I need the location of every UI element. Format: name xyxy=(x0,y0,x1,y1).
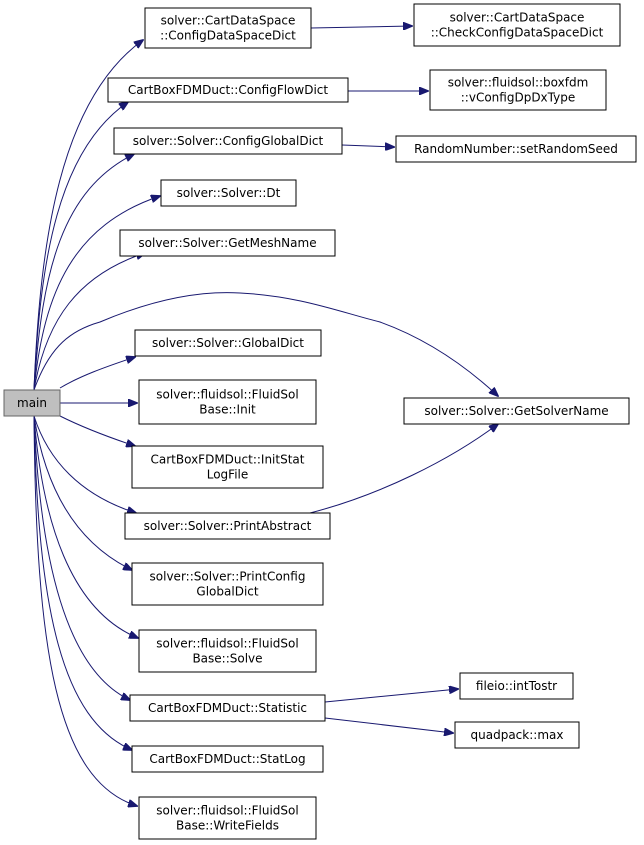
edge-main-to-configglobaldict xyxy=(33,154,134,391)
node-label: ::CheckConfigDataSpaceDict xyxy=(431,26,604,40)
node-box xyxy=(124,512,331,540)
edges-layer xyxy=(33,26,498,806)
node-box xyxy=(131,562,324,606)
node-label: Base::WriteFields xyxy=(176,819,279,833)
node-box xyxy=(413,3,621,47)
node-statlog[interactable]: CartBoxFDMDuct::StatLog xyxy=(131,745,324,773)
node-label: solver::Solver::GlobalDict xyxy=(152,336,304,350)
node-box xyxy=(131,445,324,489)
node-box xyxy=(134,329,322,357)
node-box xyxy=(129,694,326,722)
edge-statistic-to-max xyxy=(324,717,453,733)
node-box xyxy=(107,77,349,103)
node-main[interactable]: main xyxy=(3,389,61,417)
edge-main-to-printabstract xyxy=(33,415,136,513)
node-label: ::ConfigDataSpaceDict xyxy=(160,29,296,43)
node-label: CartBoxFDMDuct::ConfigFlowDict xyxy=(128,83,328,97)
node-box xyxy=(131,745,324,773)
node-label: Base::Solve xyxy=(192,652,262,666)
node-label: LogFile xyxy=(207,468,249,482)
node-label: main xyxy=(17,396,47,410)
node-box xyxy=(429,69,607,111)
node-configflowdict[interactable]: CartBoxFDMDuct::ConfigFlowDict xyxy=(107,77,349,103)
node-label: solver::Solver::GetSolverName xyxy=(424,404,608,418)
node-label: solver::Solver::PrintConfig xyxy=(150,570,306,584)
node-label: solver::fluidsol::FluidSol xyxy=(156,804,298,818)
node-label: GlobalDict xyxy=(196,585,258,599)
edge-main-to-statistic xyxy=(33,415,130,700)
node-box xyxy=(3,389,61,417)
node-setrandomseed[interactable]: RandomNumber::setRandomSeed xyxy=(395,135,637,163)
node-writefields[interactable]: solver::fluidsol::FluidSolBase::WriteFie… xyxy=(138,796,317,840)
node-box xyxy=(144,7,312,49)
node-label: solver::Solver::PrintAbstract xyxy=(144,519,312,533)
node-getsolvername[interactable]: solver::Solver::GetSolverName xyxy=(403,397,630,425)
edge-main-to-globaldict xyxy=(59,357,135,389)
node-label: solver::Solver::ConfigGlobalDict xyxy=(133,134,324,148)
node-label: solver::CartDataSpace xyxy=(161,14,296,28)
edge-main-to-statlog xyxy=(33,415,132,750)
node-printabstract[interactable]: solver::Solver::PrintAbstract xyxy=(124,512,331,540)
node-box xyxy=(113,127,343,155)
edge-main-to-writefields xyxy=(33,415,137,806)
node-box xyxy=(138,629,317,673)
node-label: solver::CartDataSpace xyxy=(450,11,585,25)
node-checkconfigdataspacedict[interactable]: solver::CartDataSpace::CheckConfigDataSp… xyxy=(413,3,621,47)
edge-main-to-configflowdict xyxy=(33,102,128,391)
node-box xyxy=(459,672,574,700)
node-label: CartBoxFDMDuct::InitStat xyxy=(151,453,305,467)
node-box xyxy=(119,229,336,257)
node-max[interactable]: quadpack::max xyxy=(454,721,580,749)
node-label: solver::fluidsol::FluidSol xyxy=(156,637,298,651)
edge-main-to-getsolvername xyxy=(33,292,498,396)
edge-main-to-configdataspacedict xyxy=(33,40,143,391)
node-dt[interactable]: solver::Solver::Dt xyxy=(160,179,297,207)
edge-main-to-initstatlogfile xyxy=(59,415,135,446)
node-box xyxy=(138,796,317,840)
node-getmeshname[interactable]: solver::Solver::GetMeshName xyxy=(119,229,336,257)
node-configdataspacedict[interactable]: solver::CartDataSpace::ConfigDataSpaceDi… xyxy=(144,7,312,49)
edge-printabstract-to-getsolvername xyxy=(309,424,498,514)
node-label: solver::fluidsol::boxfdm xyxy=(448,76,589,90)
node-label: CartBoxFDMDuct::StatLog xyxy=(149,752,305,766)
node-label: ::vConfigDpDxType xyxy=(461,91,575,105)
node-vconfigdpdxtype[interactable]: solver::fluidsol::boxfdm::vConfigDpDxTyp… xyxy=(429,69,607,111)
edge-main-to-solve xyxy=(33,415,138,638)
node-box xyxy=(403,397,630,425)
node-label: CartBoxFDMDuct::Statistic xyxy=(148,701,307,715)
edge-statistic-to-inttostr xyxy=(324,689,458,703)
node-label: solver::fluidsol::FluidSol xyxy=(156,388,298,402)
node-box xyxy=(138,379,317,425)
node-box xyxy=(160,179,297,207)
edge-main-to-getmeshname xyxy=(33,253,145,391)
node-label: quadpack::max xyxy=(471,728,564,742)
edge-configdataspacedict-to-checkconfigdataspacedict xyxy=(310,26,412,28)
node-configglobaldict[interactable]: solver::Solver::ConfigGlobalDict xyxy=(113,127,343,155)
edge-main-to-dt xyxy=(33,196,160,391)
node-inttostr[interactable]: fileio::intTostr xyxy=(459,672,574,700)
node-globaldict[interactable]: solver::Solver::GlobalDict xyxy=(134,329,322,357)
nodes-layer: main solver::CartDataSpace::ConfigDataSpa… xyxy=(3,3,637,840)
node-label: solver::Solver::GetMeshName xyxy=(138,236,316,250)
node-label: Base::Init xyxy=(199,403,256,417)
edge-configglobaldict-to-setrandomseed xyxy=(341,145,394,147)
node-box xyxy=(454,721,580,749)
node-label: fileio::intTostr xyxy=(476,679,557,693)
edge-main-to-printconfigglobaldict xyxy=(33,415,132,570)
node-box xyxy=(395,135,637,163)
node-statistic[interactable]: CartBoxFDMDuct::Statistic xyxy=(129,694,326,722)
node-label: solver::Solver::Dt xyxy=(177,186,281,200)
node-label: RandomNumber::setRandomSeed xyxy=(414,142,618,156)
